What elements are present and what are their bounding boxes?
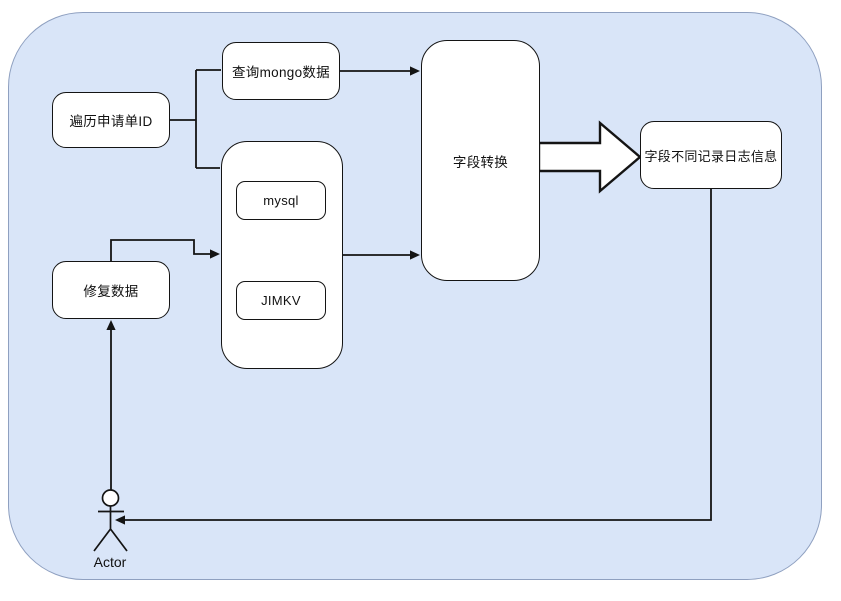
node-label: mysql bbox=[263, 193, 299, 208]
node-mysql: mysql bbox=[236, 181, 326, 220]
node-label: 修复数据 bbox=[83, 284, 139, 299]
node-repair-data: 修复数据 bbox=[52, 261, 170, 319]
node-label: JIMKV bbox=[261, 293, 301, 308]
node-label: 字段不同记录日志信息 bbox=[644, 148, 778, 164]
node-jimkv: JIMKV bbox=[236, 281, 326, 320]
actor-label: Actor bbox=[93, 554, 127, 570]
node-traverse-application-id: 遍历申请单ID bbox=[52, 92, 170, 148]
node-db-group-container bbox=[221, 141, 343, 369]
node-label: 字段转换 bbox=[452, 154, 509, 170]
node-query-mongo-data: 查询mongo数据 bbox=[222, 42, 340, 100]
node-field-convert: 字段转换 bbox=[421, 40, 540, 281]
node-log-diff-info: 字段不同记录日志信息 bbox=[640, 121, 782, 189]
node-label: 查询mongo数据 bbox=[232, 65, 330, 80]
node-label: 遍历申请单ID bbox=[69, 114, 153, 129]
